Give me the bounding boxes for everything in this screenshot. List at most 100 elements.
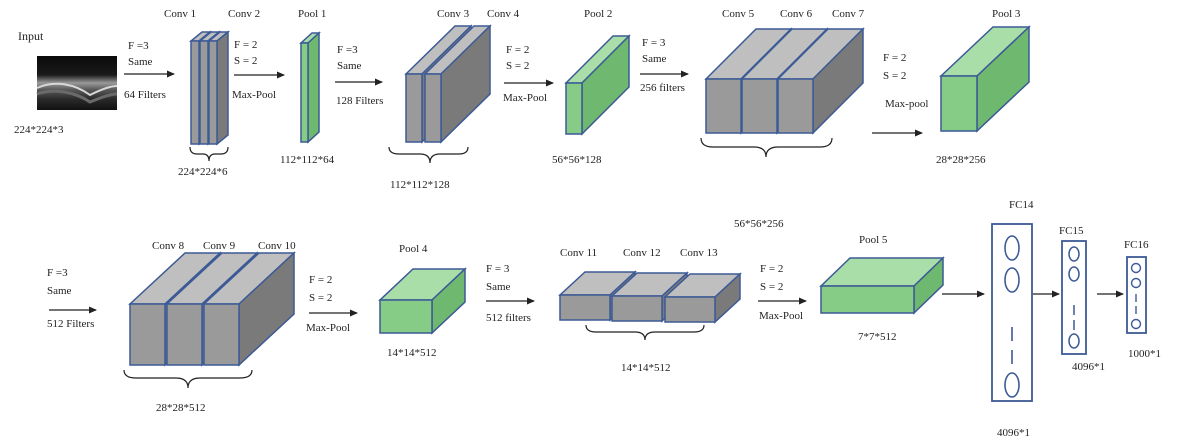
neuron	[1004, 372, 1020, 398]
step-label: S = 2	[309, 292, 332, 304]
step-maxpool-3: F = 2 S = 2 Max-pool	[872, 52, 928, 137]
layer-size: 4096*1	[997, 427, 1030, 439]
step-conv-256: F = 3 Same 256 filters	[640, 37, 689, 94]
step-label: 128 Filters	[336, 95, 383, 107]
layer-size: 112*112*128	[390, 179, 450, 191]
layer-name: Conv 7	[832, 8, 865, 20]
step-label: 256 filters	[640, 82, 685, 94]
step-conv-512-a: F =3 Same 512 Filters	[47, 267, 97, 330]
brace	[700, 137, 833, 158]
neuron	[1068, 333, 1080, 349]
conv-slab	[776, 27, 865, 135]
layer-name: Pool 4	[399, 243, 428, 255]
step-label: Same	[642, 53, 667, 65]
layer-name: Conv 1	[164, 8, 196, 20]
step-label: F =3	[47, 267, 68, 279]
neuron	[1130, 262, 1142, 274]
step-maxpool-2: F = 2 S = 2 Max-Pool	[503, 44, 554, 104]
step-label: S = 2	[760, 281, 783, 293]
brace	[388, 146, 469, 164]
layer-name: Conv 3	[437, 8, 470, 20]
conv-block-3-4: Conv 3 Conv 4 112*112*128	[388, 8, 520, 191]
step-label: F = 2	[309, 274, 332, 286]
layer-name: Conv 10	[258, 240, 296, 252]
pool-block-3: Pool 3 28*28*256	[936, 8, 1031, 166]
layer-name: FC15	[1059, 225, 1084, 237]
layer-name: Conv 4	[487, 8, 520, 20]
step-conv-128: F =3 Same 128 Filters	[335, 44, 383, 107]
layer-name: FC16	[1124, 239, 1149, 251]
step-conv-64: F =3 Same 64 Filters	[124, 40, 175, 101]
fc-layer-16: FC16 1000*1	[1124, 239, 1161, 360]
layer-size: 4096*1	[1072, 361, 1105, 373]
fc-box	[1061, 240, 1087, 355]
step-label: F =3	[128, 40, 149, 52]
step-label: Same	[337, 60, 362, 72]
layer-name: Conv 13	[680, 247, 718, 259]
layer-size: 28*28*256	[936, 154, 986, 166]
brace	[585, 324, 705, 341]
step-label: F = 2	[506, 44, 529, 56]
step-label: Same	[486, 281, 511, 293]
step-maxpool-1: F = 2 S = 2 Max-Pool	[232, 39, 285, 101]
neuron	[1130, 318, 1142, 330]
pool-block-2: Pool 2 56*56*128	[552, 8, 631, 166]
input-size: 224*224*3	[14, 124, 64, 136]
layer-name: FC14	[1009, 199, 1034, 211]
step-maxpool-5: F = 2 S = 2 Max-Pool	[758, 263, 807, 322]
step-label: F = 3	[486, 263, 510, 275]
step-label: Max-Pool	[306, 322, 350, 334]
step-label: Max-Pool	[232, 89, 276, 101]
neuron	[1004, 267, 1020, 293]
layer-size: 1000*1	[1128, 348, 1161, 360]
step-label: Max-Pool	[503, 92, 547, 104]
layer-size: 112*112*64	[280, 154, 335, 166]
layer-name: Conv 9	[203, 240, 236, 252]
brace	[189, 146, 229, 162]
step-label: Same	[128, 56, 153, 68]
layer-name: Conv 8	[152, 240, 185, 252]
layer-size: 14*14*512	[621, 362, 671, 374]
input-title: Input	[18, 29, 44, 43]
layer-name: Conv 12	[623, 247, 661, 259]
pool-block-4: Pool 4 14*14*512	[378, 243, 467, 359]
step-maxpool-4: F = 2 S = 2 Max-Pool	[306, 274, 358, 334]
step-label: 512 filters	[486, 312, 531, 324]
step-label: 64 Filters	[124, 89, 166, 101]
neuron	[1068, 246, 1080, 262]
layer-size: 56*56*128	[552, 154, 602, 166]
fc-box	[991, 223, 1033, 402]
layer-name: Conv 2	[228, 8, 260, 20]
step-label: F = 2	[883, 52, 906, 64]
step-label: F =3	[337, 44, 358, 56]
conv-block-1-2: Conv 1 Conv 2 224*224*6	[164, 8, 260, 178]
step-label: Same	[47, 285, 72, 297]
pool-block-5: Pool 5 7*7*512	[819, 234, 945, 343]
step-label: F = 2	[760, 263, 783, 275]
layer-size: 56*56*256	[734, 218, 784, 230]
step-label: F = 2	[234, 39, 257, 51]
layer-size: 14*14*512	[387, 347, 437, 359]
step-label: Max-pool	[885, 98, 928, 110]
step-label: 512 Filters	[47, 318, 94, 330]
layer-name: Conv 11	[560, 247, 597, 259]
step-label: F = 3	[642, 37, 666, 49]
input-oct-image	[36, 56, 118, 110]
layer-size: 224*224*6	[178, 166, 228, 178]
conv-slab	[206, 30, 231, 146]
step-label: S = 2	[234, 55, 257, 67]
fc-layer-15: FC15 4096*1	[1059, 225, 1105, 373]
conv-slab	[423, 24, 492, 144]
layer-size: 7*7*512	[858, 331, 897, 343]
layer-name: Pool 1	[298, 8, 326, 20]
step-label: Max-Pool	[759, 310, 803, 322]
brace	[123, 369, 253, 389]
step-label: S = 2	[506, 60, 529, 72]
layer-name: Conv 5	[722, 8, 755, 20]
step-label: S = 2	[883, 70, 906, 82]
conv-slab	[663, 272, 742, 324]
neuron	[1068, 266, 1080, 282]
layer-name: Pool 5	[859, 234, 888, 246]
fc-layer-14: FC14 4096*1	[991, 199, 1034, 439]
